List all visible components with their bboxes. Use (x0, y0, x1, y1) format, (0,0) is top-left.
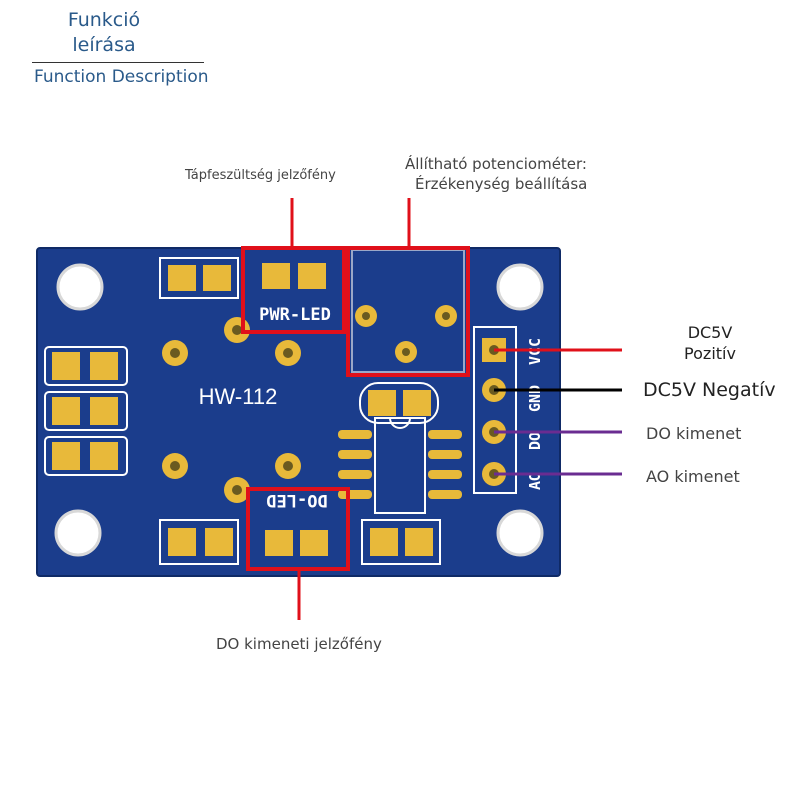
gnd-callout: DC5V Negatív (643, 379, 776, 401)
pin-label-do: DO (526, 432, 544, 450)
mounting-hole (54, 509, 102, 557)
title-english: Function Description (34, 67, 209, 87)
vcc-callout-line1: DC5V (687, 323, 733, 342)
vcc-callout: DC5V Pozitív (660, 322, 760, 364)
mounting-hole (496, 263, 544, 311)
title-hu-line2: leírása (72, 34, 136, 56)
title-hungarian: Funkció leírása (34, 8, 174, 58)
do-led-callout: DO kimeneti jelzőfény (216, 635, 382, 653)
vcc-callout-line2: Pozitív (684, 344, 736, 363)
power-led-callout: Tápfeszültség jelzőfény (185, 168, 336, 183)
title-hu-line1: Funkció (67, 9, 141, 31)
do-output-callout: DO kimenet (646, 424, 742, 443)
header-divider (32, 62, 204, 63)
ic-footprint (338, 417, 462, 514)
leader-lines (290, 198, 622, 620)
pot-callout-line2: Érzékenység beállítása (415, 175, 588, 193)
pwr-led-label: PWR-LED (259, 305, 331, 325)
mounting-hole (496, 509, 544, 557)
mounting-hole (56, 263, 104, 311)
potentiometer-callout: Állítható potenciométer: Érzékenység beá… (405, 154, 587, 194)
smd-pads (44, 257, 441, 565)
through-holes (162, 317, 301, 503)
do-led-label: DO-LED (266, 490, 327, 510)
pot-callout-line1: Állítható potenciométer: (405, 155, 587, 173)
pin-label-gnd: GND (526, 385, 544, 412)
mounting-holes (54, 263, 544, 557)
pin-label-ao: AO (526, 472, 544, 490)
ao-output-callout: AO kimenet (646, 467, 740, 486)
model-label: HW-112 (199, 384, 278, 409)
